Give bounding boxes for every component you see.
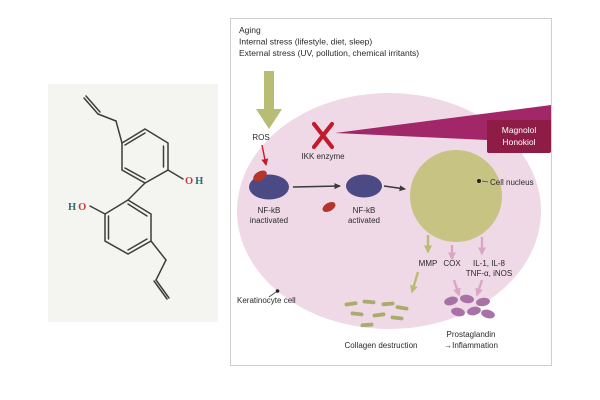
il-label: IL-1, IL-8 — [473, 259, 506, 268]
nfkb-active-label-1: NF-kB — [353, 206, 376, 215]
nfkb-active-blob — [346, 174, 382, 198]
cell-nucleus — [410, 150, 502, 242]
collagen-arrow — [410, 271, 420, 294]
tnf-inos-label: TNF-α, iNOS — [466, 269, 512, 278]
inhibitor-label-box — [487, 120, 551, 153]
ikb-subunit-bound — [253, 170, 267, 182]
cell-nucleus-label: Cell nucleus — [490, 178, 534, 187]
translocation-arrow — [383, 185, 406, 192]
mmp-label: MMP — [419, 259, 438, 268]
ros-label: ROS — [252, 133, 269, 142]
activation-arrow — [292, 183, 341, 190]
benzene-ring-bottom — [104, 199, 152, 255]
nfkb-active-label-2: activated — [348, 216, 380, 225]
cell-pointer-line — [268, 291, 277, 298]
prostaglandin-arrow-1 — [452, 279, 461, 297]
allyl-group-top — [83, 95, 123, 144]
pathway-diagram: Magnolol Honokiol Aging Internal stress … — [237, 25, 551, 350]
nfkb-inactive-label-2: inactivated — [250, 216, 288, 225]
ikb-subunit-released — [322, 201, 336, 213]
blocked-x-icon — [311, 121, 335, 150]
magnolol-label: Magnolol — [502, 125, 537, 135]
aging-label: Aging — [239, 25, 261, 35]
prostaglandin-arrow-2 — [475, 279, 484, 297]
nfkb-inactive-label-1: NF-kB — [258, 206, 281, 215]
inflammation-label: →Inflammation — [444, 341, 498, 350]
stress-arrow — [256, 71, 282, 129]
external-stress-label: External stress (UV, pollution, chemical… — [239, 48, 419, 58]
cox-label: COX — [443, 259, 461, 268]
collagen-destruction-label: Collagen destruction — [345, 341, 418, 350]
collagen-fragments — [344, 299, 409, 328]
keratinocyte-cell-label: Keratinocyte cell — [237, 296, 296, 305]
internal-stress-label: Internal stress (lifestyle, diet, sleep) — [239, 37, 372, 47]
nucleus-pointer-line — [481, 180, 489, 183]
nucleus-pointer-dot — [477, 179, 481, 183]
prostaglandin-label: Prostaglandin — [447, 330, 496, 339]
honokiol-label: Honokiol — [502, 137, 535, 147]
pathway-diagram-panel: Magnolol Honokiol Aging Internal stress … — [230, 18, 552, 366]
allyl-group-bottom — [150, 240, 170, 300]
ikk-enzyme-label: IKK enzyme — [301, 152, 345, 161]
benzene-ring-top — [121, 128, 169, 184]
molecule-bonds — [83, 95, 184, 300]
ros-arrow — [261, 144, 269, 166]
prostaglandin-blobs — [444, 294, 495, 319]
cell-pointer-dot — [275, 289, 280, 293]
